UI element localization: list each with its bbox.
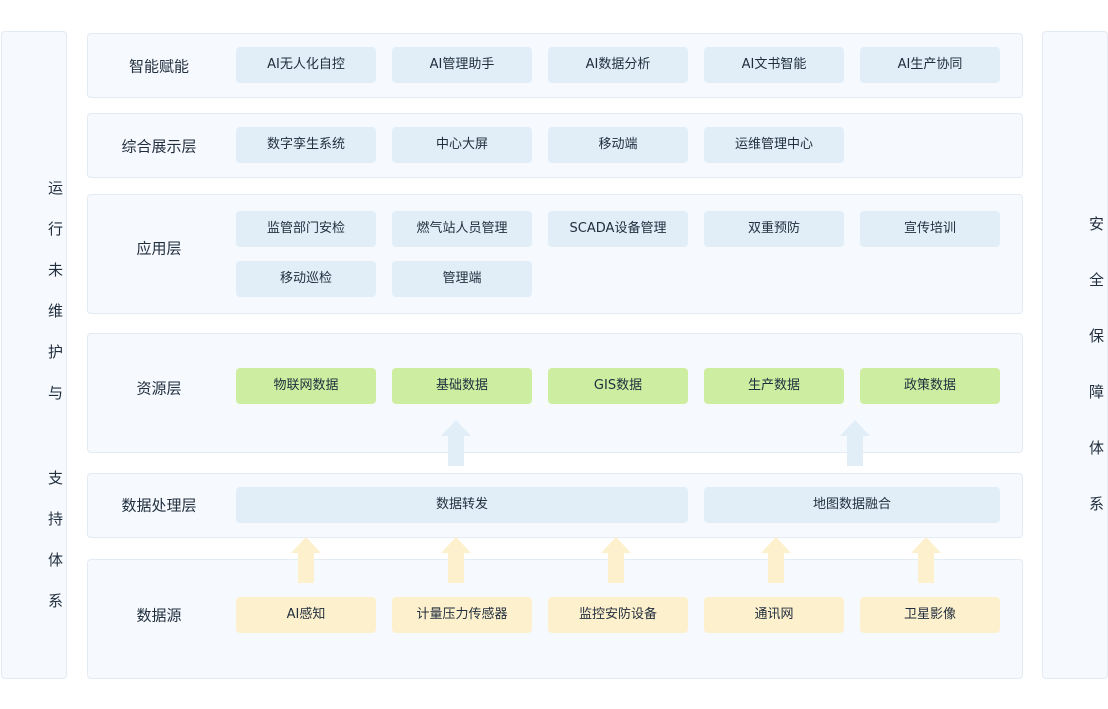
chip-item: 通讯网	[704, 597, 844, 633]
chip-item: 计量压力传感器	[392, 597, 532, 633]
chip-item: AI无人化自控	[236, 47, 376, 83]
chip-item: AI生产协同	[860, 47, 1000, 83]
chip-item: AI管理助手	[392, 47, 532, 83]
chip-item: 宣传培训	[860, 211, 1000, 247]
layer-resource: 资源层 物联网数据 基础数据 GIS数据 生产数据 政策数据	[87, 333, 1023, 453]
chip-item: 管理端	[392, 261, 532, 297]
up-arrow-icon	[441, 420, 471, 466]
right-security-column: 安全保障体系	[1042, 31, 1108, 679]
chip-item: 物联网数据	[236, 368, 376, 404]
chip-item: 监管部门安检	[236, 211, 376, 247]
up-arrow-icon	[911, 537, 941, 583]
chip-item: 燃气站人员管理	[392, 211, 532, 247]
up-arrow-icon	[601, 537, 631, 583]
layer-title: 数据源	[136, 606, 182, 625]
layer-title: 综合展示层	[121, 137, 197, 156]
chip-item: 生产数据	[704, 368, 844, 404]
chip-item: 运维管理中心	[704, 127, 844, 163]
chip-item: 数字孪生系统	[236, 127, 376, 163]
chip-item: 双重预防	[704, 211, 844, 247]
up-arrow-icon	[761, 537, 791, 583]
chip-item: 数据转发	[236, 487, 688, 523]
chip-item: 基础数据	[392, 368, 532, 404]
layer-application: 应用层 监管部门安检 燃气站人员管理 SCADA设备管理 双重预防 宣传培训 移…	[87, 194, 1023, 314]
left-column-label: 运行未维护与 支持体系	[46, 180, 64, 634]
layer-title: 资源层	[136, 379, 182, 398]
layer-ai-enablement: 智能赋能 AI无人化自控 AI管理助手 AI数据分析 AI文书智能 AI生产协同	[87, 33, 1023, 98]
layer-data-source: 数据源 AI感知 计量压力传感器 监控安防设备 通讯网 卫星影像	[87, 559, 1023, 679]
up-arrow-icon	[291, 537, 321, 583]
layer-title: 智能赋能	[128, 57, 189, 76]
up-arrow-icon	[840, 420, 870, 466]
layer-title: 应用层	[136, 239, 182, 258]
chip-item: 卫星影像	[860, 597, 1000, 633]
chip-item: 移动巡检	[236, 261, 376, 297]
chip-item: 地图数据融合	[704, 487, 1000, 523]
left-support-column: 运行未维护与 支持体系	[1, 31, 67, 679]
chip-item: AI文书智能	[704, 47, 844, 83]
chip-item: 中心大屏	[392, 127, 532, 163]
chip-item: GIS数据	[548, 368, 688, 404]
layer-data-processing: 数据处理层 数据转发 地图数据融合	[87, 473, 1023, 538]
chip-item: 政策数据	[860, 368, 1000, 404]
up-arrow-icon	[441, 537, 471, 583]
right-column-label: 安全保障体系	[1087, 216, 1105, 552]
chip-item: 移动端	[548, 127, 688, 163]
chip-item: 监控安防设备	[548, 597, 688, 633]
chip-item: AI感知	[236, 597, 376, 633]
chip-item: SCADA设备管理	[548, 211, 688, 247]
layer-display: 综合展示层 数字孪生系统 中心大屏 移动端 运维管理中心	[87, 113, 1023, 178]
layer-title: 数据处理层	[121, 496, 197, 515]
chip-item: AI数据分析	[548, 47, 688, 83]
